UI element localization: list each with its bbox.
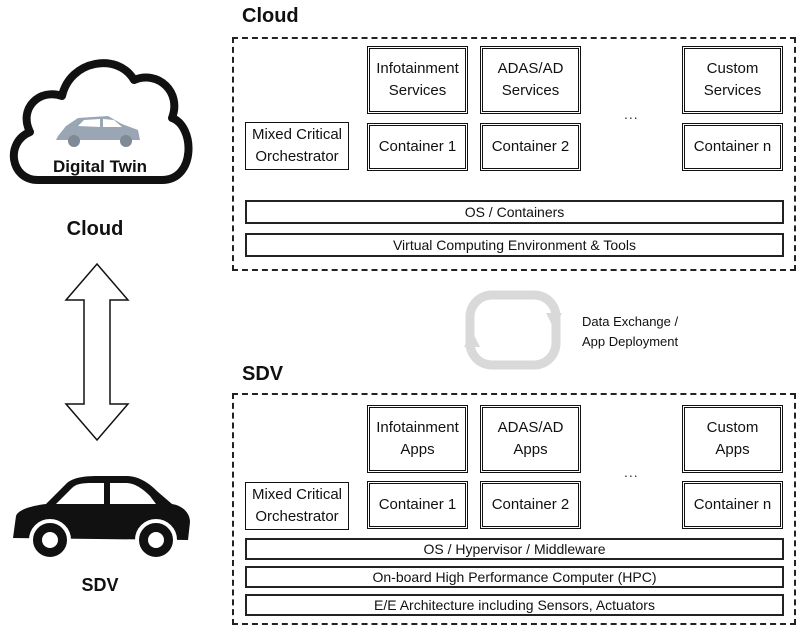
sdv-app-infotainment: Infotainment Apps	[367, 405, 468, 473]
cloud-service-adas: ADAS/AD Services	[480, 46, 581, 114]
sdv-bar-hpc: On-board High Performance Computer (HPC)	[245, 566, 784, 588]
sync-cycle-icon	[464, 290, 562, 370]
exchange-line-1: Data Exchange /	[582, 314, 679, 329]
bidirectional-arrow-icon	[64, 262, 130, 442]
digital-twin-label: Digital Twin	[52, 157, 148, 176]
car-icon	[13, 476, 190, 561]
cloud-orchestrator: Mixed Critical Orchestrator	[245, 122, 349, 170]
sdv-left-label: SDV	[81, 575, 119, 595]
cloud-service-infotainment: Infotainment Services	[367, 46, 468, 114]
cloud-container-n: Container n	[682, 123, 783, 171]
exchange-line-2: App Deployment	[582, 334, 679, 349]
sdv-app-adas: ADAS/AD Apps	[480, 405, 581, 473]
sdv-bar-os-hypervisor: OS / Hypervisor / Middleware	[245, 538, 784, 560]
cloud-container-2: Container 2	[480, 123, 581, 171]
sdv-container-1: Container 1	[367, 481, 468, 529]
sdv-orchestrator: Mixed Critical Orchestrator	[245, 482, 349, 530]
cloud-section-title: Cloud	[242, 5, 299, 27]
sdv-section-title: SDV	[242, 363, 284, 385]
cloud-left-label: Cloud	[66, 218, 124, 240]
cloud-service-custom: Custom Services	[682, 46, 783, 114]
cloud-icon	[9, 59, 193, 184]
sdv-bar-ee-architecture: E/E Architecture including Sensors, Actu…	[245, 594, 784, 616]
sdv-section-frame	[232, 393, 796, 625]
cloud-ellipsis: ...	[624, 106, 639, 122]
cloud-bar-os-containers: OS / Containers	[245, 200, 784, 224]
sdv-ellipsis: ...	[624, 464, 639, 480]
sdv-container-2: Container 2	[480, 481, 581, 529]
cloud-container-1: Container 1	[367, 123, 468, 171]
cloud-section-frame	[232, 37, 796, 271]
sdv-app-custom: Custom Apps	[682, 405, 783, 473]
cloud-bar-virtual-env: Virtual Computing Environment & Tools	[245, 233, 784, 257]
sdv-container-n: Container n	[682, 481, 783, 529]
